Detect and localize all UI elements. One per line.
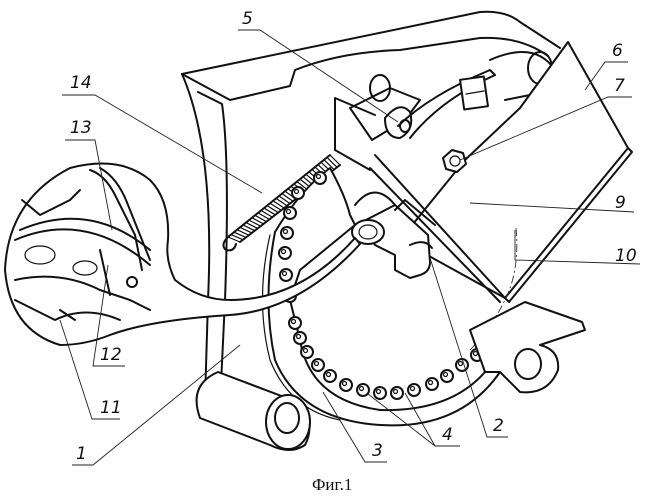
spring-coil — [236, 229, 250, 236]
spring-coil — [329, 154, 341, 166]
spring-coil — [239, 226, 253, 234]
figure-caption: Фиг.1 — [312, 475, 352, 494]
adjustment-hole-center — [285, 208, 292, 215]
spring-coil — [323, 159, 335, 171]
spring-coil — [245, 221, 259, 230]
spring-coil — [263, 207, 276, 216]
adjustment-hole-center — [341, 380, 348, 387]
adjustment-hole-center — [315, 173, 322, 180]
spring-coil — [242, 224, 256, 232]
adjustment-hole-center — [302, 347, 309, 354]
callout-1: 1 — [76, 444, 87, 464]
spring-coil — [326, 156, 338, 168]
spring-coil — [260, 209, 273, 218]
callout-14: 14 — [70, 73, 92, 93]
bolt-7 — [334, 97, 467, 173]
adjustment-hole-center — [313, 360, 320, 367]
sector-3 — [261, 167, 503, 427]
housing-frame — [181, 10, 561, 426]
spring-coil — [233, 231, 247, 239]
spring-coil — [269, 202, 282, 211]
callout-7: 7 — [614, 76, 625, 96]
callout-13: 13 — [70, 118, 92, 138]
callout-2: 2 — [493, 416, 504, 436]
adjustment-hole-center — [282, 228, 289, 235]
spring-coil — [230, 233, 244, 241]
spring-coil — [248, 219, 262, 227]
spring-coil — [272, 200, 285, 209]
adjustment-hole-center — [290, 318, 297, 325]
adjustment-hole-center — [281, 270, 288, 277]
adjustment-hole-center — [295, 333, 302, 340]
spring-coil — [227, 236, 241, 243]
lever-5 — [349, 69, 496, 141]
spring-coil — [278, 195, 291, 205]
spring-coil — [275, 197, 288, 207]
spring-coil — [254, 214, 268, 223]
adjustment-hole-center — [457, 360, 464, 367]
leader-lines — [59, 29, 641, 466]
callout-3: 3 — [372, 441, 383, 461]
adjustment-hole-center — [427, 379, 434, 386]
adjustment-holes-4 — [278, 171, 484, 400]
spring-coil — [257, 212, 271, 220]
latch-block-2 — [351, 191, 436, 279]
adjustment-hole-center — [325, 371, 332, 378]
lower-bracket — [469, 301, 586, 394]
detail-circle — [4, 162, 361, 346]
adjustment-hole-center — [375, 388, 382, 395]
adjustment-hole-center — [409, 385, 416, 392]
adjustment-hole-center — [392, 388, 399, 395]
spring-coil — [281, 192, 294, 202]
adjustment-hole-center — [358, 385, 365, 392]
callout-10: 10 — [615, 246, 637, 266]
roller — [195, 371, 311, 451]
adjustment-hole-center — [293, 188, 300, 195]
spring-coil — [251, 217, 265, 225]
callout-9: 9 — [615, 193, 626, 213]
spring-coil — [266, 205, 279, 214]
adjustment-hole-center — [280, 248, 287, 255]
adjustment-hole-center — [442, 371, 449, 378]
callout-12: 12 — [100, 345, 122, 365]
callout-11: 11 — [100, 398, 122, 418]
callout-4: 4 — [442, 425, 453, 445]
callout-5: 5 — [242, 9, 253, 29]
callout-labels: 5 14 13 6 7 9 10 12 11 1 3 4 2 — [70, 9, 637, 464]
callout-6: 6 — [612, 41, 623, 61]
